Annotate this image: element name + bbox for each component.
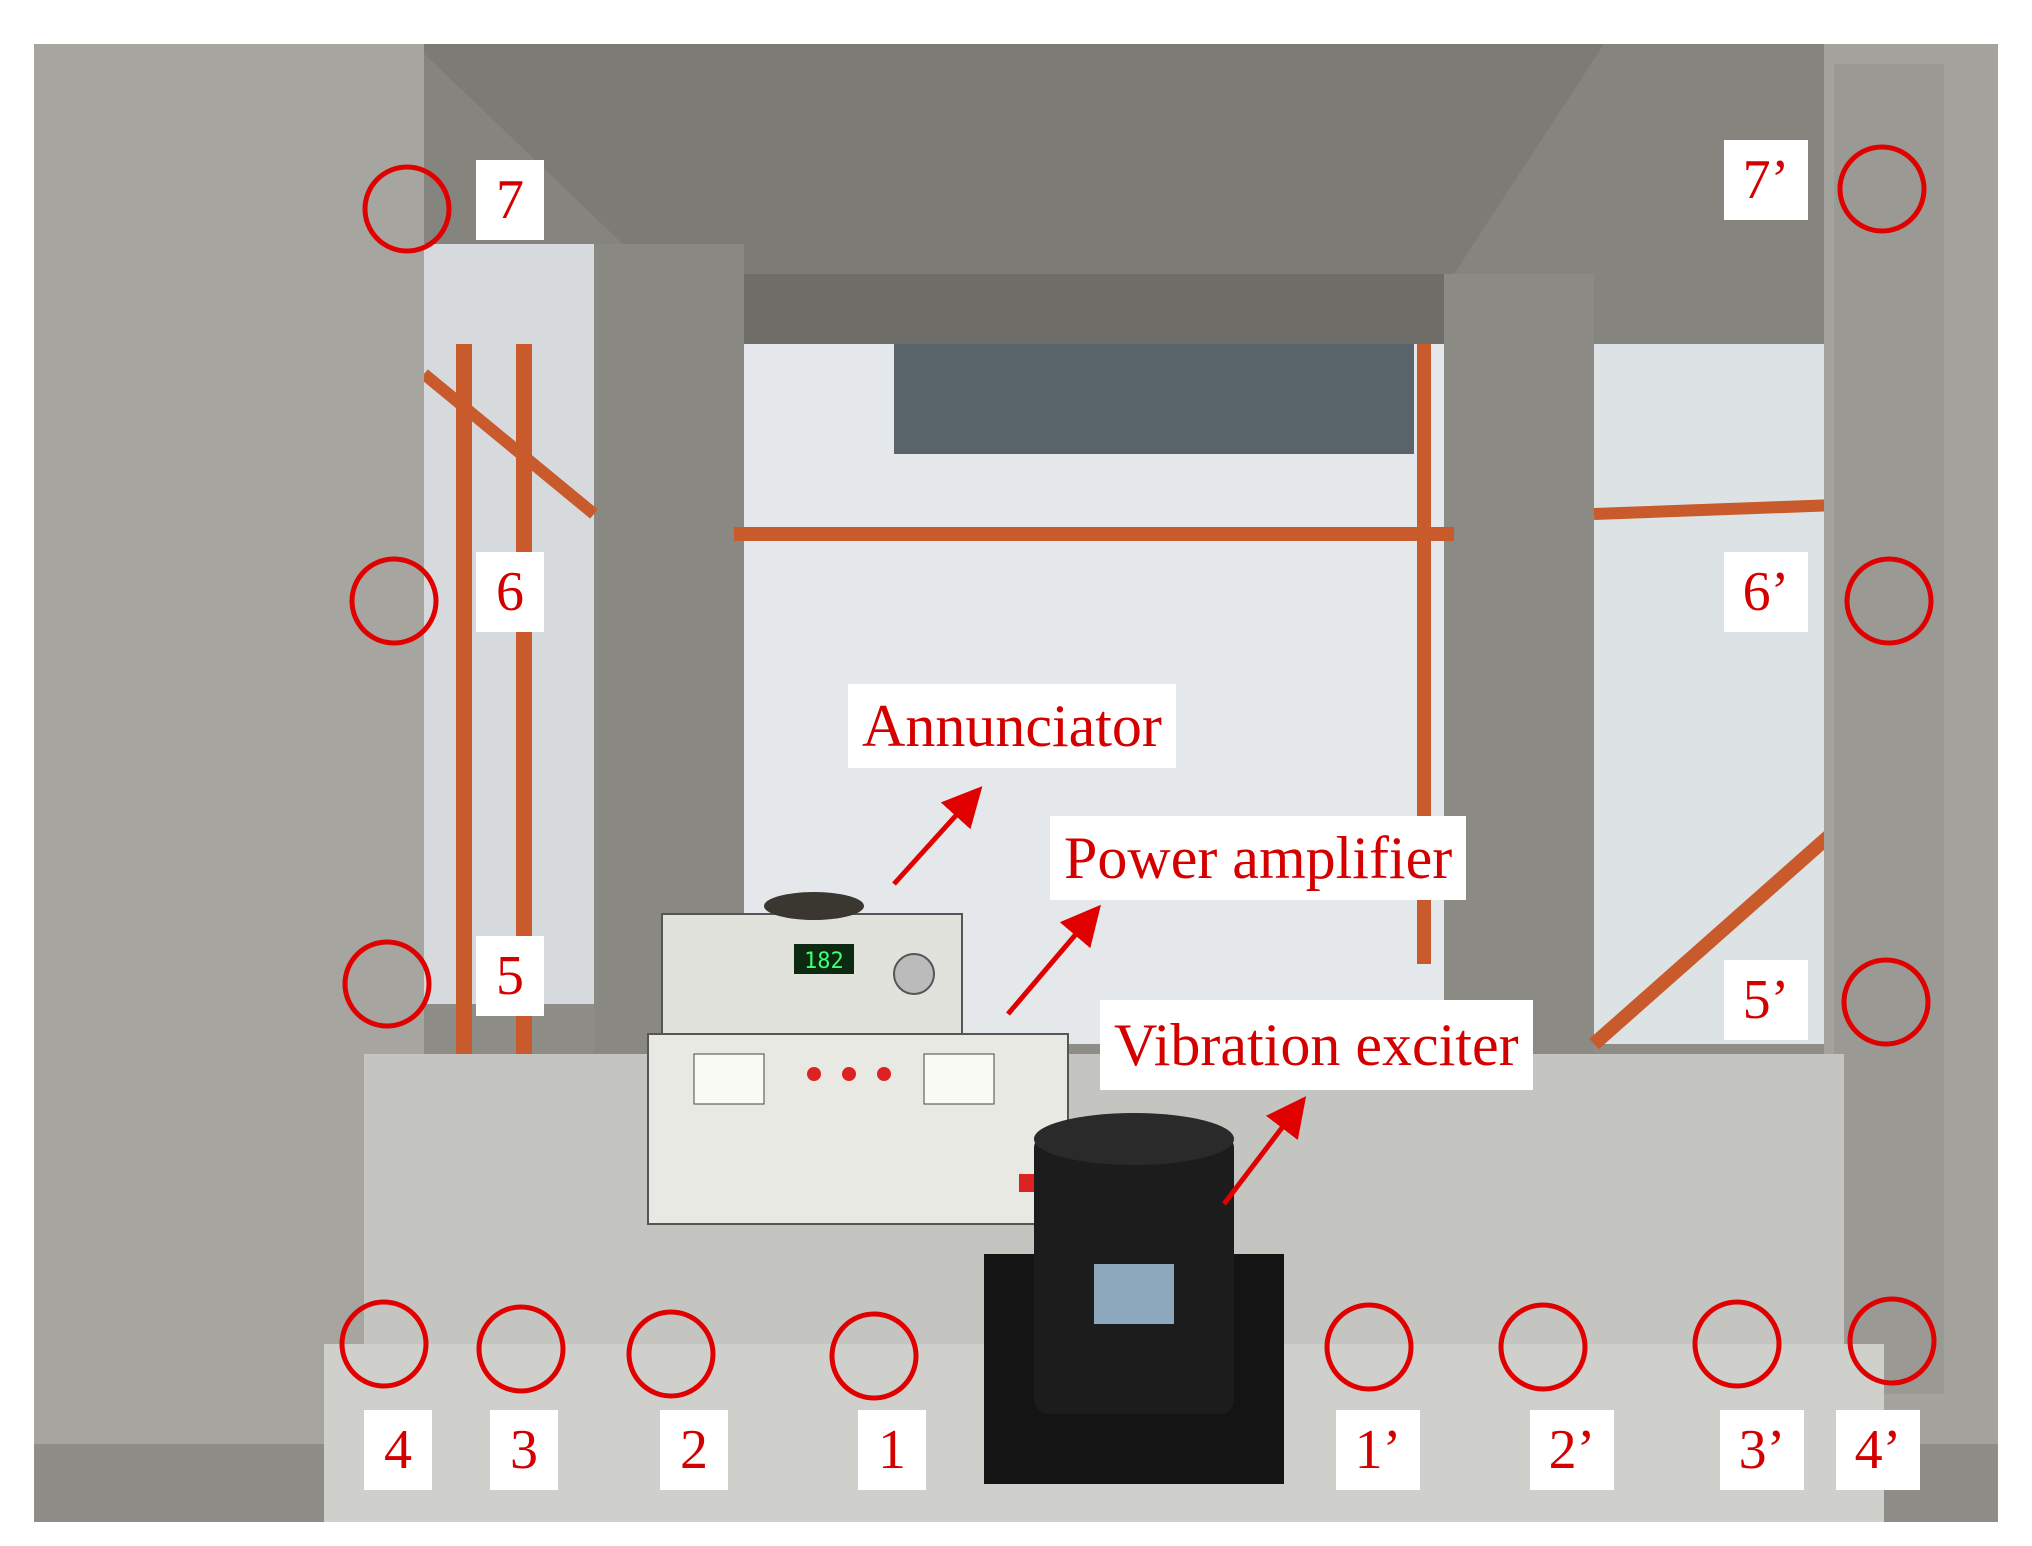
sensor-label-7p: 7’ [1724, 140, 1808, 220]
scene-illustration: 182 [34, 44, 1998, 1522]
display-reading: 182 [804, 949, 844, 974]
vibration-exciter-label: Vibration exciter [1100, 1000, 1533, 1090]
annunciator-label: Annunciator [848, 684, 1176, 768]
sensor-label-1: 1 [858, 1410, 926, 1490]
sensor-label-3p: 3’ [1720, 1410, 1804, 1490]
sensor-label-4p: 4’ [1836, 1410, 1920, 1490]
sensor-label-1p: 1’ [1336, 1410, 1420, 1490]
sensor-label-2p: 2’ [1530, 1410, 1614, 1490]
sensor-label-5p: 5’ [1724, 960, 1808, 1040]
sensor-label-6p: 6’ [1724, 552, 1808, 632]
experiment-photo: 182 [34, 44, 1998, 1522]
sensor-label-2: 2 [660, 1410, 728, 1490]
sensor-label-6: 6 [476, 552, 544, 632]
power-amplifier-label: Power amplifier [1050, 816, 1467, 900]
sensor-label-7: 7 [476, 160, 544, 240]
sensor-label-3: 3 [490, 1410, 558, 1490]
sensor-label-4: 4 [364, 1410, 432, 1490]
sensor-label-5: 5 [476, 936, 544, 1016]
